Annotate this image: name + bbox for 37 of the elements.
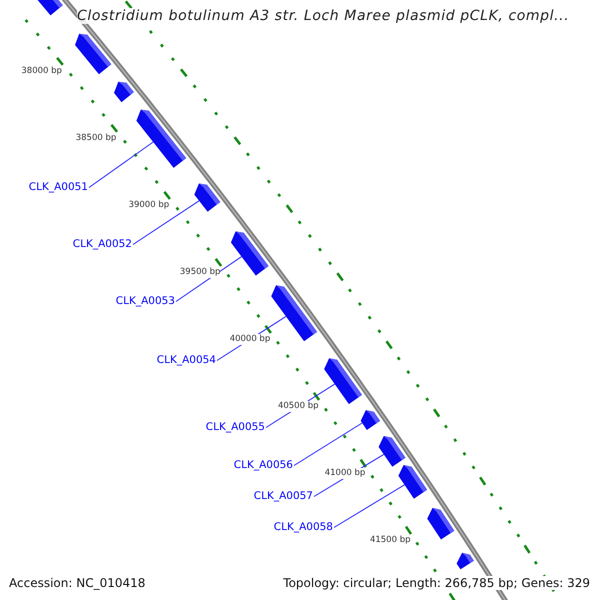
gene-feature — [456, 552, 474, 570]
gene-label: CLK_A0058 — [274, 521, 333, 534]
gene-label: CLK_A0055 — [206, 421, 265, 434]
gene-feature — [114, 82, 134, 102]
gene-label: CLK_A0053 — [116, 295, 175, 308]
leader-line — [132, 200, 200, 245]
map-title: Clostridium botulinum A3 str. Loch Maree plasmid pCLK, compl... — [77, 8, 570, 24]
leader-line — [88, 142, 154, 188]
position-label: 39000 bp — [128, 200, 170, 212]
gene-feature — [194, 184, 220, 212]
accession-text: Accession: NC_010418 — [9, 576, 146, 590]
gene-label: CLK_A0051 — [28, 181, 88, 194]
gene-label: CLK_A0056 — [234, 459, 293, 472]
gene-label: CLK_A0057 — [254, 490, 313, 503]
gene-feature — [230, 231, 269, 276]
gene-feature — [324, 358, 362, 404]
position-label: 40500 bp — [278, 401, 318, 412]
leader-line — [334, 484, 405, 528]
leader-line — [294, 422, 363, 466]
position-label: 40000 bp — [230, 334, 270, 346]
gene-feature — [38, 0, 63, 16]
gene-feature — [360, 410, 380, 430]
gene-feature — [378, 436, 406, 467]
leader-line — [176, 256, 242, 302]
gene-feature — [398, 465, 428, 499]
gene-label: CLK_A0052 — [72, 238, 132, 251]
position-label: 41000 bp — [324, 468, 366, 480]
position-label: 39500 bp — [180, 267, 220, 278]
position-label: 38500 bp — [76, 133, 116, 144]
gene-feature — [136, 110, 186, 168]
position-label: 41500 bp — [370, 535, 410, 546]
gene-feature — [75, 34, 112, 74]
summary-text: Topology: circular; Length: 266,785 bp; Genes: 329 — [283, 576, 590, 590]
gene-feature — [427, 508, 454, 540]
position-label: 38000 bp — [21, 66, 62, 78]
gene-feature — [271, 285, 318, 342]
gene-label: CLK_A0054 — [156, 354, 216, 367]
